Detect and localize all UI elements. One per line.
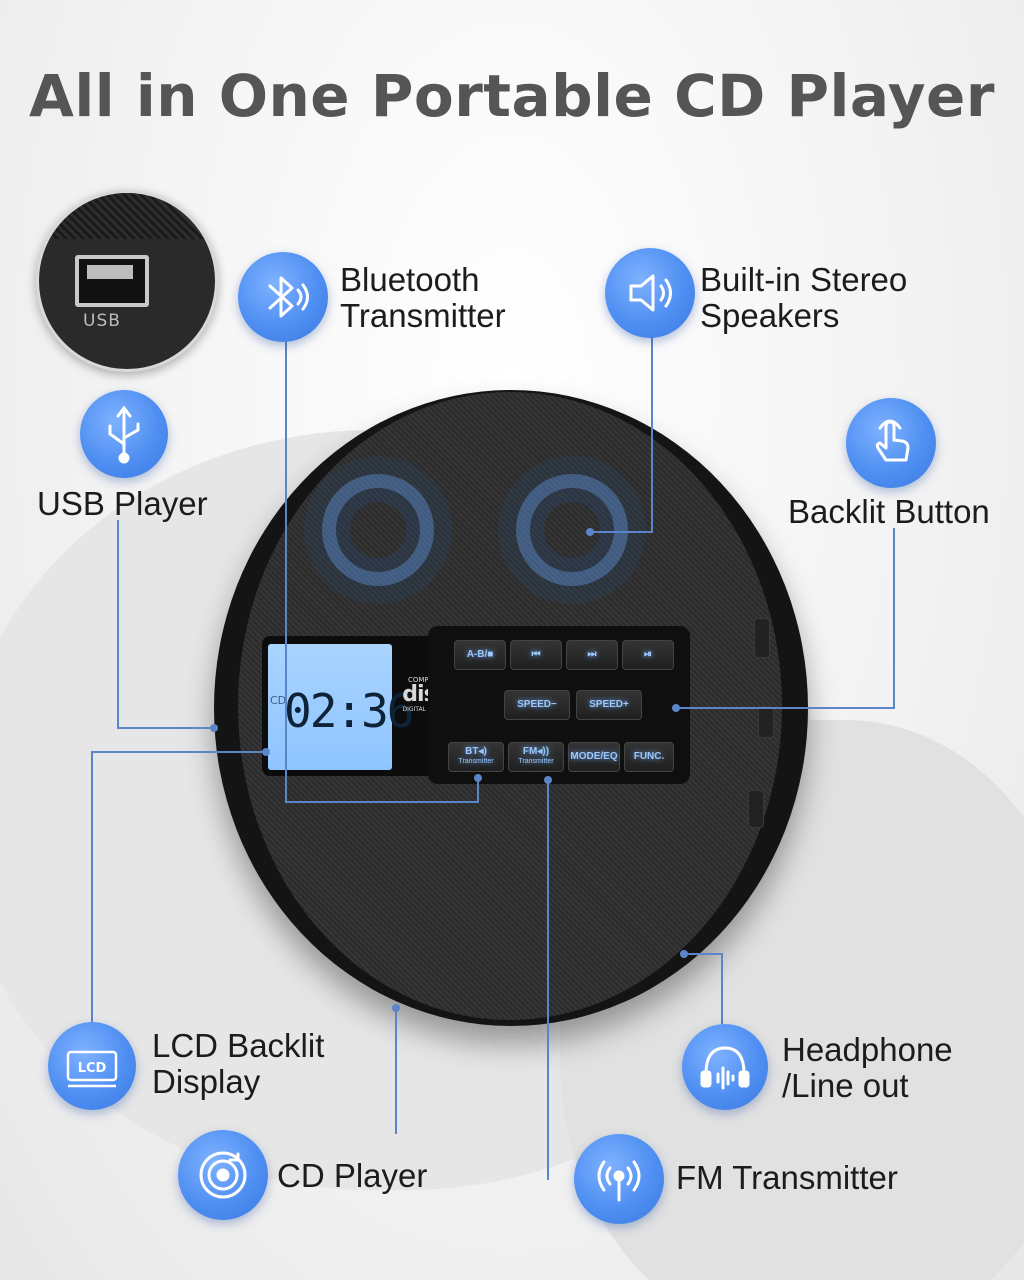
bluetooth-label-line1: Bluetooth: [340, 261, 480, 298]
lcd-time: 02:36: [284, 684, 414, 738]
usb-port-closeup: USB: [36, 190, 218, 372]
speed-up-button[interactable]: SPEED+: [576, 690, 642, 720]
fm-button-label: FM◂)): [522, 746, 550, 757]
speakers-label-line1: Built-in Stereo: [700, 261, 908, 298]
headphone-label: Headphone /Line out: [782, 1032, 953, 1104]
fm-label: FM Transmitter: [676, 1159, 898, 1196]
speaker-icon: [605, 248, 695, 338]
usb-port-image: [75, 255, 149, 307]
lcd-label-line2: Display: [152, 1063, 261, 1100]
bluetooth-icon: [238, 252, 328, 342]
mode-eq-button[interactable]: MODE/EQ: [568, 742, 620, 772]
touch-hand-icon: [846, 398, 936, 488]
usb-label: USB Player: [37, 485, 208, 522]
cd-label: CD Player: [277, 1157, 428, 1194]
headphone-label-line2: /Line out: [782, 1067, 909, 1104]
usb-icon: [80, 390, 168, 478]
bluetooth-label: Bluetooth Transmitter: [340, 262, 506, 334]
fm-button-sublabel: Transmitter: [518, 758, 554, 765]
usb-port-label: USB: [83, 311, 121, 331]
headphone-icon: [682, 1024, 768, 1110]
lcd-icon-text: LCD: [78, 1061, 107, 1076]
speaker-grille-texture: [39, 193, 215, 239]
side-switch-top: [754, 618, 770, 658]
headphone-label-line1: Headphone: [782, 1031, 953, 1068]
side-switch-volume: [748, 790, 764, 828]
lcd-label: LCD Backlit Display: [152, 1028, 324, 1100]
page-title: All in One Portable CD Player: [29, 62, 995, 130]
speed-down-button[interactable]: SPEED−: [504, 690, 570, 720]
play-pause-button[interactable]: ⏯: [622, 640, 674, 670]
lcd-label-line1: LCD Backlit: [152, 1027, 325, 1064]
antenna-icon: [574, 1134, 664, 1224]
speakers-label: Built-in Stereo Speakers: [700, 262, 907, 334]
fm-transmitter-button[interactable]: FM◂))Transmitter: [508, 742, 564, 772]
right-speaker-ring: [516, 474, 628, 586]
bt-button-sublabel: Transmitter: [458, 758, 494, 765]
previous-track-button[interactable]: ⏮: [510, 640, 562, 670]
ab-stop-button[interactable]: A-B/■: [454, 640, 506, 670]
speakers-label-line2: Speakers: [700, 297, 840, 334]
bt-button-label: BT◂): [465, 746, 487, 757]
side-switch-middle: [758, 706, 774, 738]
bt-transmitter-button[interactable]: BT◂)Transmitter: [448, 742, 504, 772]
backlit-label: Backlit Button: [788, 493, 990, 530]
disc-music-icon: [178, 1130, 268, 1220]
bluetooth-label-line2: Transmitter: [340, 297, 506, 334]
func-button[interactable]: FUNC.: [624, 742, 674, 772]
left-speaker-ring: [322, 474, 434, 586]
next-track-button[interactable]: ⏭: [566, 640, 618, 670]
lcd-indicator: CD: [270, 694, 287, 707]
lcd-icon: LCD: [48, 1022, 136, 1110]
